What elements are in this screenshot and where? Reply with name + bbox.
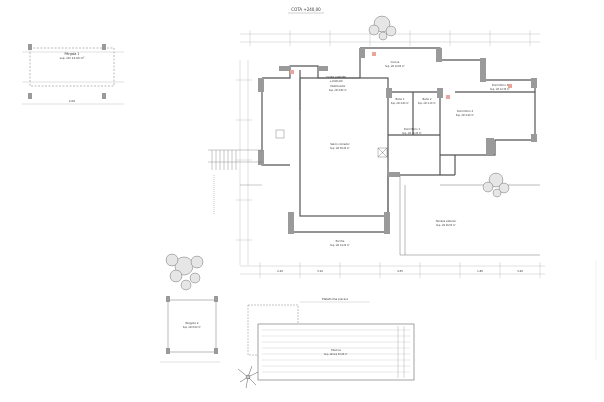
room-labels: COTA JARDÍN +240,00 Distribuidor Sup. út… (326, 60, 510, 247)
room-terrace: Terraza exterior (436, 219, 457, 223)
left-dimension-chain (236, 60, 252, 265)
room-hall-area: Sup. útil 9,80 m² (329, 89, 347, 92)
bottom-dimension-values: 2,20 3,10 4,55 1,80 3,40 (277, 269, 523, 273)
room-living-area: Sup. útil 38,40 m² (330, 147, 350, 150)
room-bath1: Baño 1 (395, 97, 404, 101)
west-entrance (208, 149, 262, 215)
room-kitchen: Cocina (391, 60, 400, 64)
pool-label: Piscina (331, 348, 341, 352)
pergola1-note: sup. útil 12,00 m² (60, 56, 85, 60)
dim-value-2: 3,10 (317, 269, 323, 273)
tree-southwest (165, 253, 204, 291)
room-bath2: Baño 2 (422, 97, 431, 101)
room-bed1-area: Sup. útil 11,20 m² (402, 132, 422, 135)
bottom-dimension-chain (240, 262, 545, 278)
header-cota-label: COTA +240,00 (291, 7, 321, 12)
tree-palm (237, 365, 259, 389)
room-porch: Porche (336, 239, 345, 243)
room-living: Salón comedor (330, 142, 350, 146)
pergola2-block: Pérgola 2 Sup. útil 8,00 m² (160, 296, 220, 363)
room-bath2-area: Sup. útil 4,10 m² (418, 102, 436, 105)
dim-value-4: 1,80 (477, 269, 483, 273)
room-bed3-area: Sup. útil 12,30 m² (490, 88, 510, 91)
pool-area: Sup. lámina 32,00 m² (324, 353, 348, 356)
room-bath1-area: Sup. útil 4,60 m² (391, 102, 409, 105)
dim-value-5: 3,40 (517, 269, 523, 273)
room-bed3: Dormitorio 3 (492, 83, 509, 87)
dim-value-3: 4,55 (397, 269, 403, 273)
pool-deck-label: Plataforma piscina (322, 297, 348, 301)
room-bed2: Dormitorio 2 (457, 109, 474, 113)
stair-detail (275, 129, 388, 158)
top-left-block: Pérgola 1 sup. útil 12,00 m² 2,00 (22, 44, 124, 105)
room-hall: Distribuidor (330, 84, 346, 88)
room-porch-area: Sup. útil 14,20 m² (330, 244, 350, 247)
pergola1-title: Pérgola 1 (65, 52, 80, 56)
pergola1-dimension: 2,00 (69, 99, 75, 103)
room-bed1: Dormitorio 1 (404, 127, 421, 131)
room-terrace-area: Sup. útil 26,50 m² (436, 224, 456, 227)
tree-east (482, 172, 510, 198)
room-bed2-area: Sup. útil 9,90 m² (456, 114, 474, 117)
dim-value-1: 2,20 (277, 269, 283, 273)
pool: Piscina Sup. lámina 32,00 m² (257, 323, 415, 381)
pergola2-title: Pérgola 2 (185, 321, 198, 325)
tree-top (368, 15, 397, 41)
wall-fills (258, 48, 537, 234)
cota-garden-label: COTA JARDÍN (326, 74, 345, 79)
structure-accents (290, 52, 512, 99)
cota-garden-value: +240,00 (329, 79, 342, 83)
room-kitchen-area: Sup. útil 10,60 m² (385, 65, 405, 68)
pergola2-area: Sup. útil 8,00 m² (183, 326, 201, 329)
